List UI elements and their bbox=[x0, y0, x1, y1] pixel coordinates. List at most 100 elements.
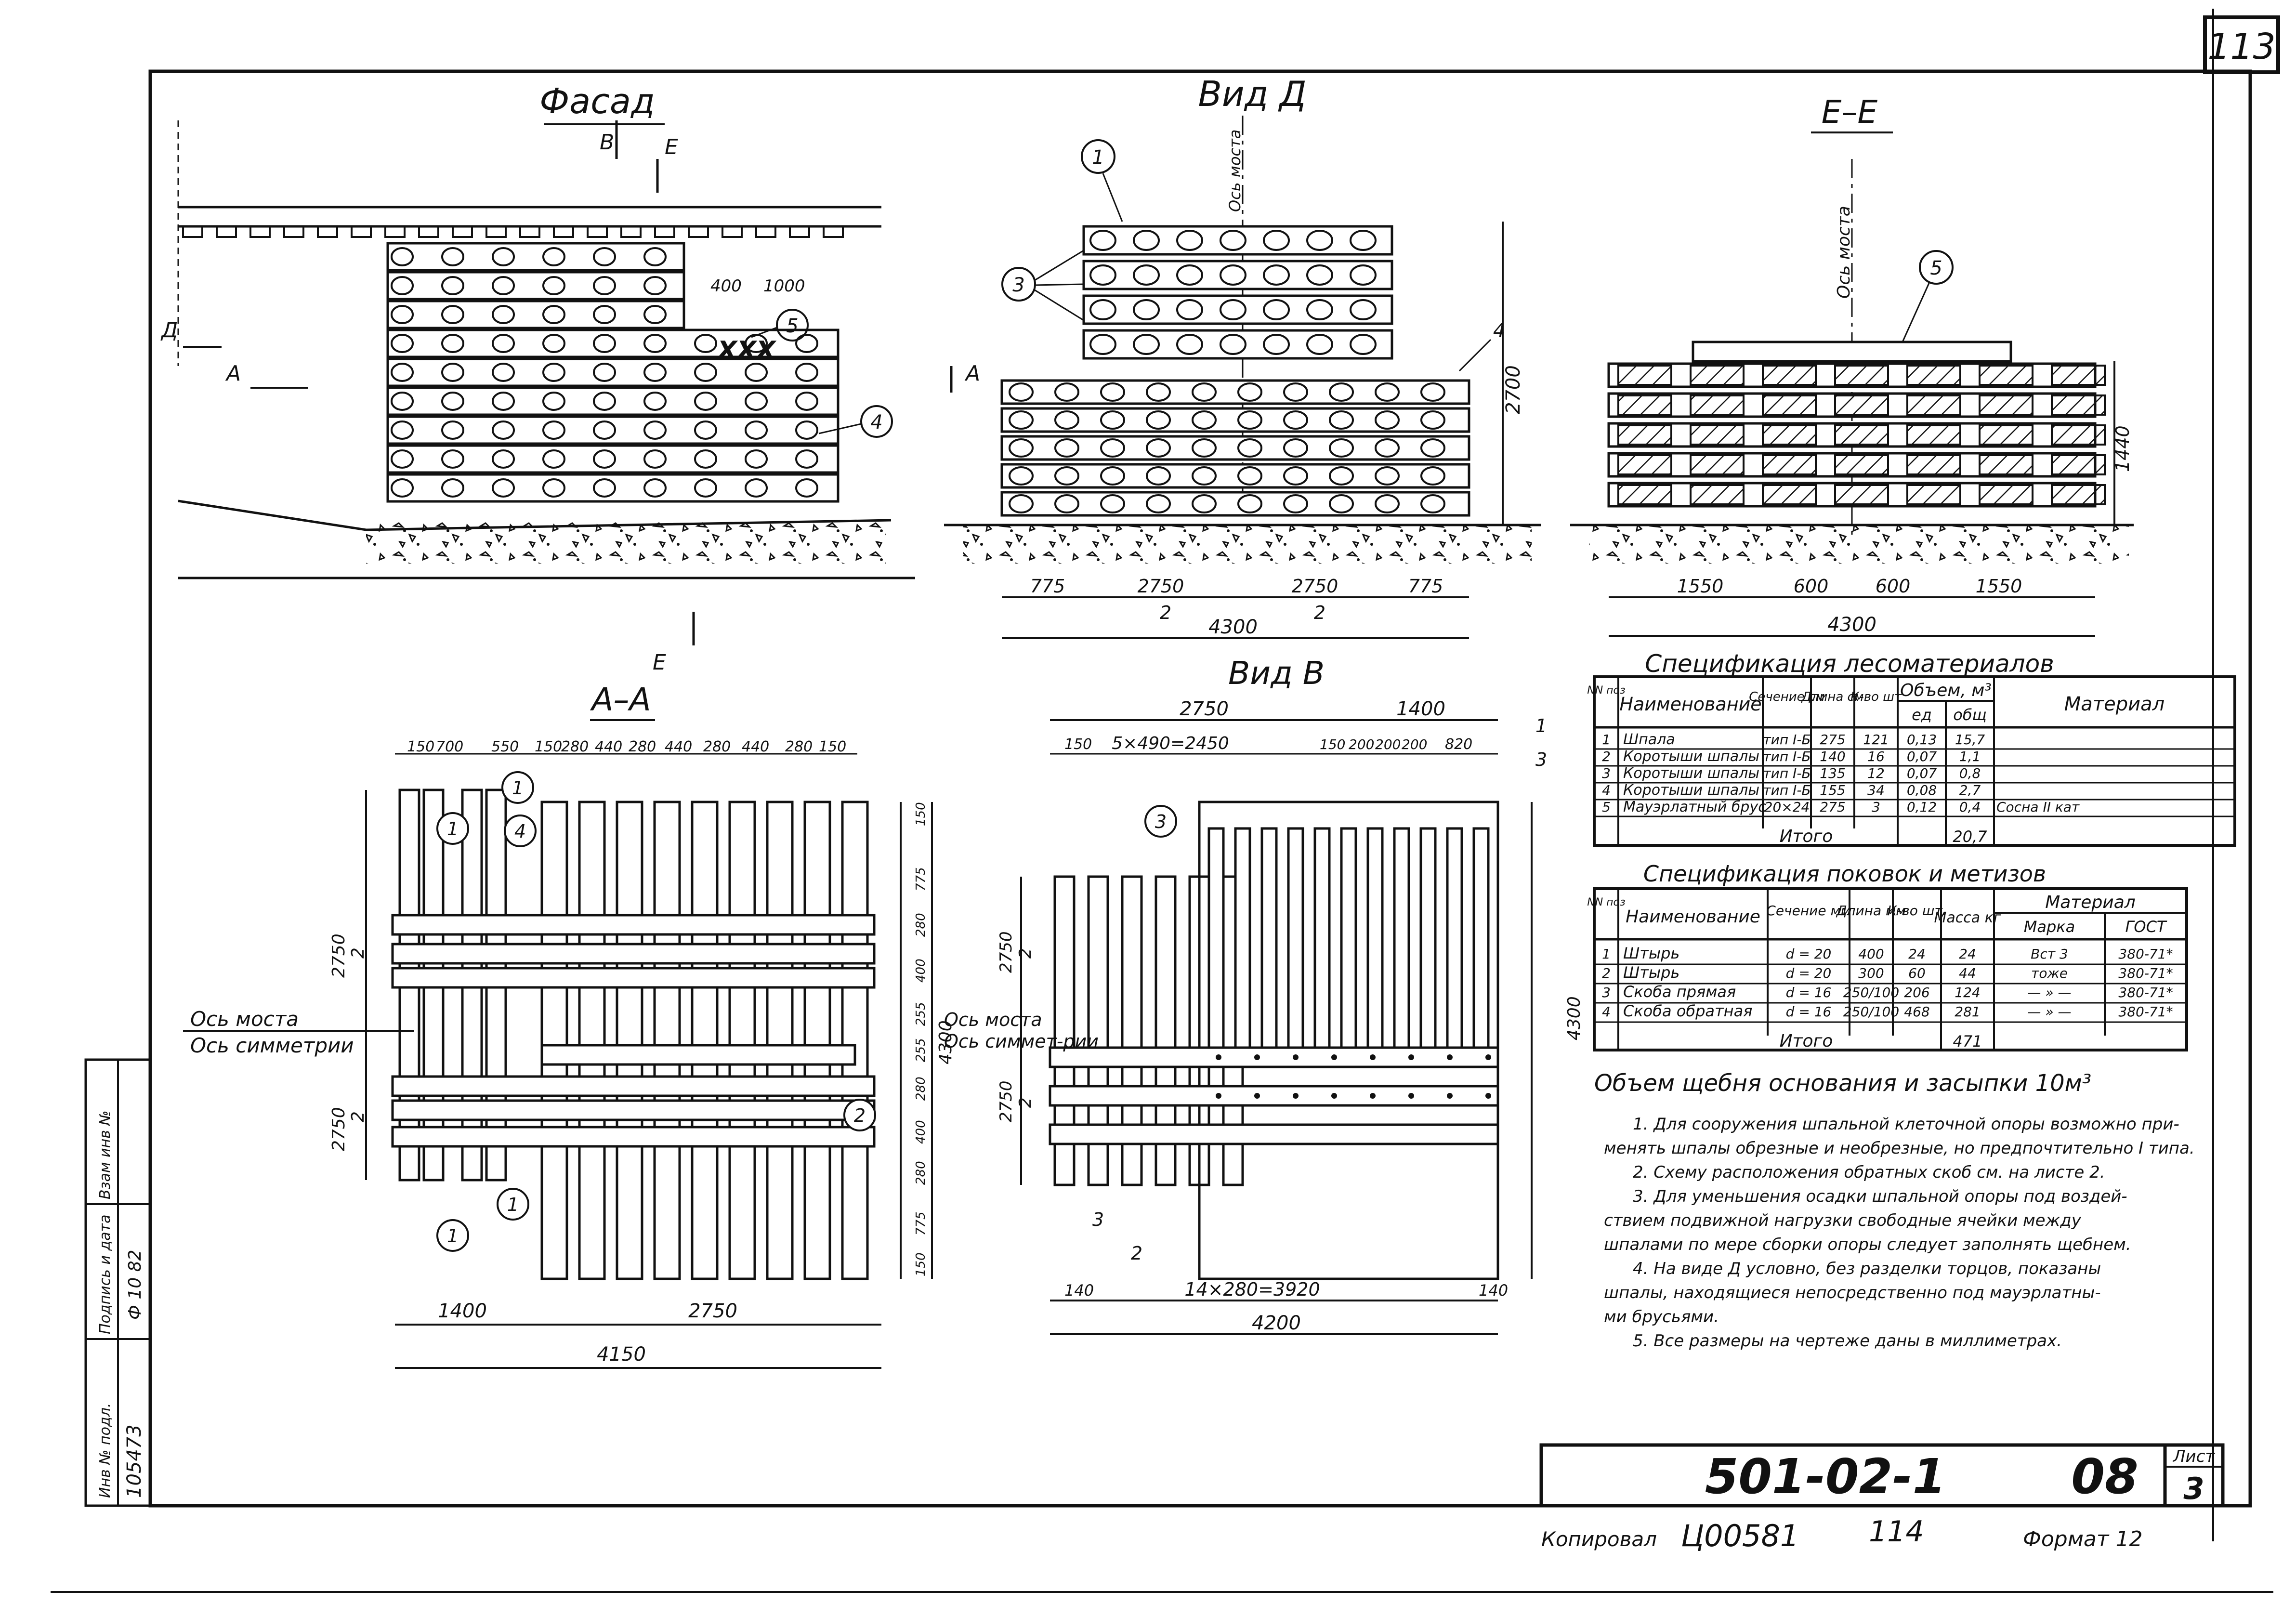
wood-cell: 5 bbox=[1602, 799, 1611, 815]
metal-cell: 24 bbox=[1959, 946, 1976, 962]
sleeper-end bbox=[694, 420, 717, 440]
sleeper-end bbox=[542, 276, 565, 295]
inner-frame bbox=[148, 69, 2252, 1508]
ee-hatched-section bbox=[1762, 484, 1817, 505]
svg-text:255: 255 bbox=[914, 1038, 928, 1062]
format-label: Формат 12 bbox=[2023, 1527, 2143, 1551]
sleeper-end bbox=[1420, 438, 1445, 458]
sleeper-end bbox=[1009, 382, 1034, 402]
ee-hatched-section bbox=[1617, 365, 1672, 386]
sleeper-end bbox=[441, 305, 464, 324]
aa-callout-label: 1 bbox=[447, 818, 459, 840]
sleeper-end bbox=[643, 334, 667, 353]
sleeper-end bbox=[1283, 438, 1308, 458]
metal-cell: 281 bbox=[1955, 1004, 1980, 1020]
wood-cell: 0,07 bbox=[1907, 749, 1937, 764]
view-d: Вид Д Ось моста 2700 А 775 2750 2750 775… bbox=[944, 74, 1541, 639]
svg-text:2750: 2750 bbox=[1180, 698, 1229, 720]
svg-text:2750: 2750 bbox=[1292, 576, 1338, 597]
sleeper-end bbox=[795, 420, 818, 440]
svg-text:Е: Е bbox=[653, 650, 666, 675]
sleeper-end bbox=[492, 449, 515, 469]
svg-text:280: 280 bbox=[914, 913, 928, 937]
v-pin bbox=[1293, 1093, 1299, 1099]
sleeper-end bbox=[593, 276, 616, 295]
sleeper-end bbox=[1263, 264, 1290, 286]
ee-hatched-section bbox=[1906, 454, 1961, 475]
sleeper-end bbox=[643, 305, 667, 324]
ee-hatched-section bbox=[1690, 484, 1745, 505]
wood-cell: 3 bbox=[1872, 799, 1880, 815]
facade-view: Фасад В Е Д А Е 400 1000 4 5 ХХХ bbox=[160, 81, 915, 675]
sleeper-end bbox=[542, 363, 565, 382]
copied-number: 114 bbox=[1869, 1515, 1924, 1549]
wood-cell: 155 bbox=[1820, 782, 1845, 798]
v-callout bbox=[1144, 805, 1177, 838]
sleeper-end bbox=[1176, 230, 1203, 251]
metal-cell: 468 bbox=[1904, 1004, 1929, 1020]
sleeper-end bbox=[441, 363, 464, 382]
note-line: 2. Схему расположения обратных скоб см. … bbox=[1633, 1163, 2105, 1182]
ee-hatched-section bbox=[1834, 394, 1889, 416]
metal-cell: 4 bbox=[1602, 1004, 1611, 1020]
svg-text:1440: 1440 bbox=[2112, 425, 2133, 472]
sleeper-end bbox=[1089, 230, 1116, 251]
svg-text:В: В bbox=[600, 130, 614, 155]
metal-cell: Скоба прямая bbox=[1623, 983, 1736, 1001]
aa-cross-sleeper bbox=[391, 1099, 876, 1121]
svg-text:Ось симмет-рии: Ось симмет-рии bbox=[944, 1031, 1099, 1052]
sleeper-end bbox=[1220, 334, 1246, 355]
svg-text:200: 200 bbox=[1349, 736, 1374, 752]
sleeper-end bbox=[1237, 382, 1262, 402]
metal-cell: тоже bbox=[2031, 965, 2068, 981]
sleeper-end bbox=[1329, 410, 1354, 430]
aa-callout bbox=[497, 1188, 529, 1221]
sleeper-end bbox=[694, 449, 717, 469]
section-ee-title: Е–Е bbox=[1822, 93, 1878, 131]
sleeper-end bbox=[593, 478, 616, 498]
svg-text:Марка: Марка bbox=[2024, 918, 2075, 936]
sleeper-end bbox=[1100, 438, 1125, 458]
svg-text:3: 3 bbox=[1012, 274, 1024, 296]
sleeper-end bbox=[643, 420, 667, 440]
metal-cell: Штырь bbox=[1623, 944, 1679, 962]
sleeper-end bbox=[1329, 466, 1354, 486]
sleeper-end bbox=[1283, 494, 1308, 513]
aa-cross-sleeper bbox=[391, 1075, 876, 1097]
sleeper-end bbox=[1375, 410, 1400, 430]
svg-text:400: 400 bbox=[710, 276, 742, 296]
sleeper-end bbox=[1133, 299, 1160, 320]
svg-text:150: 150 bbox=[914, 802, 928, 826]
aa-callout-label: 1 bbox=[447, 1225, 459, 1247]
note-line: 5. Все размеры на чертеже даны в миллиме… bbox=[1633, 1331, 2062, 1351]
sleeper-end bbox=[694, 478, 717, 498]
aa-sleeper bbox=[616, 801, 643, 1280]
wood-cell: Коротыши шпалы bbox=[1623, 782, 1759, 799]
ee-hatched-section bbox=[1762, 454, 1817, 475]
metal-cell: — » — bbox=[2027, 985, 2071, 1000]
sleeper-end bbox=[1133, 230, 1160, 251]
sleeper-end bbox=[745, 478, 768, 498]
metal-cell: — » — bbox=[2027, 1004, 2071, 1020]
svg-text:NN поз: NN поз bbox=[1587, 896, 1625, 908]
sleeper-end bbox=[1100, 410, 1125, 430]
gravel-volume: Объем щебня основания и засыпки 10м³ bbox=[1594, 1070, 2091, 1097]
sleeper-end bbox=[441, 420, 464, 440]
wood-cell: 0,13 bbox=[1907, 732, 1937, 748]
facade-sleeper-row bbox=[386, 300, 685, 329]
aa-sleeper bbox=[841, 801, 869, 1280]
v-pin bbox=[1408, 1054, 1414, 1060]
aa-cross-sleeper bbox=[540, 1044, 856, 1066]
metal-cell: 250/100 bbox=[1843, 985, 1899, 1000]
svg-text:2750: 2750 bbox=[997, 931, 1016, 973]
svg-text:Д: Д bbox=[160, 318, 178, 342]
wood-cell: 4 bbox=[1602, 782, 1611, 798]
aa-callout-label: 2 bbox=[854, 1105, 866, 1126]
v-sleeper bbox=[1234, 827, 1251, 1051]
metal-cell: 3 bbox=[1602, 985, 1611, 1000]
svg-text:Ось моста: Ось моста bbox=[1226, 130, 1244, 212]
sleeper-end bbox=[1009, 438, 1034, 458]
sleeper-end bbox=[593, 247, 616, 266]
sleeper-end bbox=[1146, 466, 1171, 486]
